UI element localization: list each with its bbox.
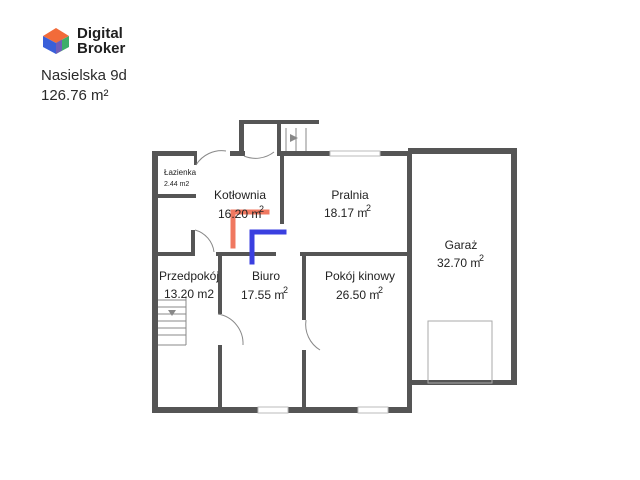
window-openings	[257, 150, 389, 414]
room-area-lazienka: 2.44 m2	[164, 181, 189, 188]
room-area-biuro: 17.55 m	[241, 288, 284, 302]
room-area-sup-biuro: 2	[283, 285, 288, 295]
room-area-kotlownia: 16.20 m	[218, 207, 261, 221]
room-name-pokoj-kinowy: Pokój kinowy	[325, 269, 395, 283]
brand-logo-block: Digital Broker	[41, 26, 125, 56]
room-pokoj-kinowy: Pokój kinowy 26.50 m 2	[325, 269, 395, 302]
room-name-kotlownia: Kotłownia	[214, 188, 266, 202]
room-area-sup-pralnia: 2	[366, 203, 371, 213]
room-name-przedpokoj: Przedpokój	[159, 269, 219, 283]
room-kotlownia: Kotłownia 16.20 m 2	[214, 188, 266, 221]
brand-name-line1: Digital	[77, 25, 123, 42]
room-area-sup-kotlownia: 2	[259, 204, 264, 214]
blue-marker	[249, 229, 287, 265]
room-biuro: Biuro 17.55 m 2	[241, 269, 288, 302]
listing-address: Nasielska 9d	[41, 67, 127, 84]
room-name-garaz: Garaż	[445, 238, 478, 252]
brand-name-line2: Broker	[77, 40, 126, 57]
room-area-sup-garaz: 2	[479, 253, 484, 263]
room-area-sup-pokoj-kinowy: 2	[378, 285, 383, 295]
room-area-garaz: 32.70 m	[437, 256, 480, 270]
stair-arrow-icons	[168, 134, 298, 316]
room-area-przedpokoj: 13.20 m2	[164, 287, 214, 301]
garage-door	[427, 320, 493, 384]
orange-marker	[230, 209, 270, 249]
room-area-pokoj-kinowy: 26.50 m	[336, 288, 379, 302]
room-pralnia: Pralnia 18.17 m 2	[324, 188, 371, 220]
room-name-biuro: Biuro	[252, 269, 280, 283]
room-area-pralnia: 18.17 m	[324, 206, 367, 220]
room-przedpokoj: Przedpokój 13.20 m2	[159, 269, 219, 301]
position-markers	[230, 209, 287, 265]
listing-info: Nasielska 9d 126.76 m²	[41, 66, 127, 106]
room-garaz: Garaż 32.70 m 2	[437, 238, 484, 270]
digital-broker-logo-icon	[43, 28, 69, 54]
door-swings	[194, 150, 321, 351]
listing-total-area: 126.76 m²	[41, 87, 109, 104]
inner-walls	[152, 151, 408, 411]
room-name-pralnia: Pralnia	[331, 188, 369, 202]
room-lazienka: Łazienka 2.44 m2	[164, 168, 197, 188]
room-name-lazienka: Łazienka	[164, 168, 197, 177]
